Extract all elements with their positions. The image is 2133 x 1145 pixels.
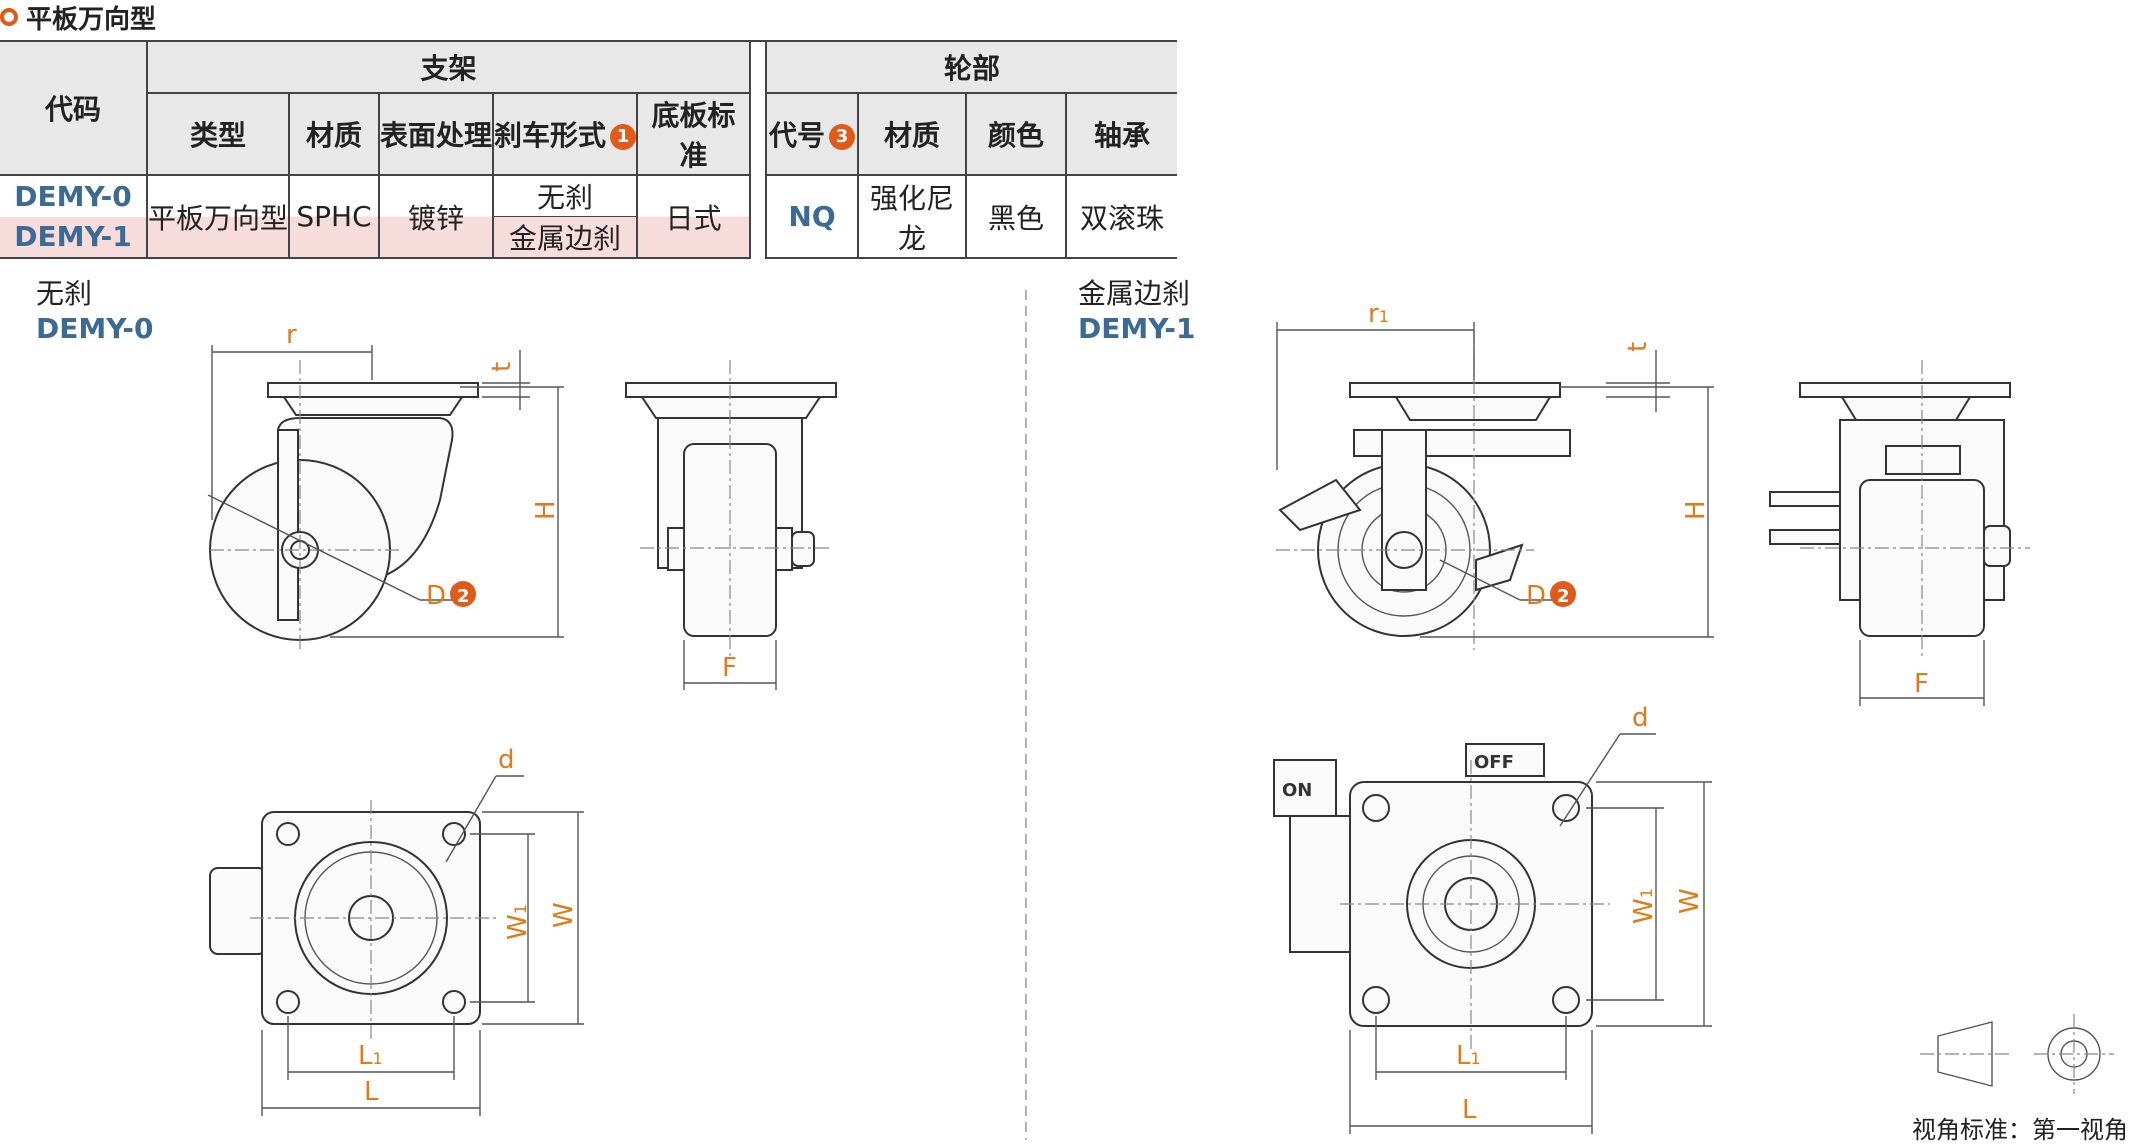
cell-type: 平板万向型 (147, 175, 290, 259)
col-wheel-material: 材质 (858, 93, 968, 175)
brake-badge: 1 (610, 124, 637, 150)
cell-wheel-color: 黑色 (966, 175, 1068, 259)
right-front-view (1769, 360, 2030, 706)
D-badge-right: 2 (1557, 586, 1570, 607)
row-code: DEMY-0 (0, 175, 148, 217)
col-type: 类型 (147, 93, 290, 175)
dim-W1-right: W1 (1629, 888, 1659, 924)
dim-H: H (531, 500, 561, 520)
col-material: 材质 (289, 93, 380, 175)
cell-plate-standard: 日式 (637, 175, 752, 259)
code-header: 代码 (0, 41, 148, 176)
dim-L-right: L (1462, 1095, 1477, 1125)
dim-t: t (487, 362, 517, 372)
dim-W1-left: W1 (503, 904, 533, 940)
col-surface: 表面处理 (379, 93, 494, 175)
wheel-group-header: 轮部 (766, 41, 1178, 94)
left-side-view (207, 345, 564, 650)
cell-brake: 无刹 (493, 175, 639, 217)
dim-d-left: d (498, 745, 515, 775)
dim-D: D (426, 581, 446, 611)
section-title: 平板万向型 (0, 0, 157, 35)
cell-wheel-material: 强化尼龙 (858, 175, 968, 259)
cell-wheel-code: NQ (766, 175, 860, 259)
left-caption: 无刹 (36, 277, 93, 310)
col-brake-label: 刹车形式 (494, 119, 607, 152)
right-code: DEMY-1 (1078, 312, 1196, 345)
dim-L-left: L (364, 1077, 379, 1107)
projection-symbol-icon (1920, 1014, 2114, 1094)
dim-D-right: D (1526, 581, 1546, 611)
dim-r1: r1 (1368, 299, 1389, 329)
col-plate-standard: 底板标准 (637, 93, 752, 175)
projection-standard: 视角标准：第一视角 (1912, 1116, 2128, 1144)
dim-F-right: F (1914, 669, 1929, 699)
dim-d-right: d (1632, 703, 1649, 733)
dim-H-right: H (1681, 500, 1711, 520)
dim-F-left: F (722, 653, 737, 683)
ring-icon (0, 8, 18, 26)
D-badge-right-bg (1550, 581, 1576, 607)
bracket-group-header: 支架 (147, 41, 752, 94)
row-code: DEMY-1 (0, 216, 148, 259)
D-badge: 2 (457, 586, 470, 607)
dim-W-left: W (549, 902, 579, 928)
left-top-view (209, 775, 584, 1116)
col-wheel-color: 颜色 (966, 93, 1068, 175)
cell-surface: 镀锌 (379, 175, 494, 259)
D-badge-bg (450, 581, 476, 607)
dim-t-right: t (1623, 342, 1653, 352)
dim-L1-left: L1 (358, 1041, 383, 1071)
cell-material: SPHC (289, 175, 380, 259)
right-top-view: ON OFF (1273, 733, 1712, 1134)
col-bearing: 轴承 (1066, 93, 1178, 175)
cell-brake: 金属边刹 (493, 216, 639, 259)
dim-L1-right: L1 (1456, 1041, 1481, 1071)
cell-bearing: 双滚珠 (1066, 175, 1178, 259)
column-separator (750, 41, 768, 258)
on-label: ON (1282, 780, 1312, 801)
col-wheel-code-label: 代号 (769, 119, 826, 152)
right-caption: 金属边刹 (1078, 277, 1191, 310)
left-code: DEMY-0 (36, 312, 154, 345)
page-title: 平板万向型 (26, 4, 157, 35)
dim-r: r (286, 320, 297, 350)
off-label: OFF (1474, 752, 1514, 773)
dim-W-right: W (1675, 888, 1705, 914)
right-side-view (1276, 322, 1714, 650)
wheel-code-badge: 3 (829, 124, 856, 150)
left-front-view (625, 360, 837, 690)
